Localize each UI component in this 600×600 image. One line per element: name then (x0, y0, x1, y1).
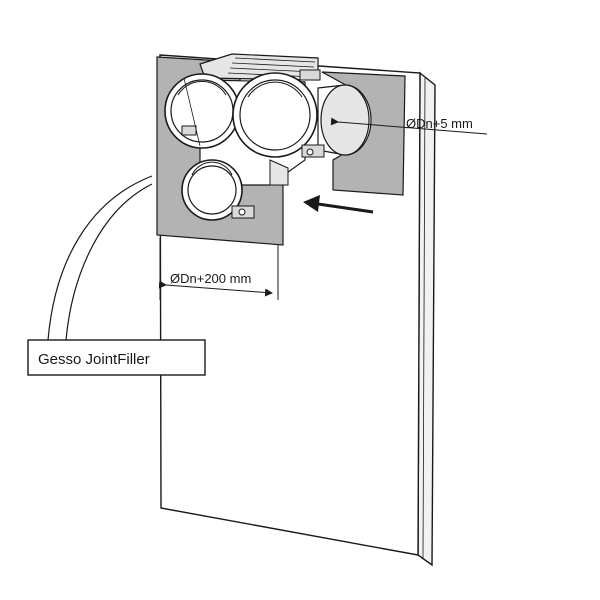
pipe-clearance-label: ØDn+5 mm (406, 116, 473, 131)
pipe-connector-top-left (164, 73, 240, 149)
callout-leaders (47, 175, 153, 341)
pipe-right (317, 84, 372, 156)
pipe-connector-top-right (232, 69, 325, 158)
cutout-width-dimension: ØDn+200 mm (158, 238, 279, 300)
filler-callout: Gesso JointFiller (27, 339, 206, 376)
pipe-clearance-dimension: ØDn+5 mm (330, 116, 488, 135)
filler-callout-label: Gesso JointFiller (38, 351, 150, 368)
pipe-connector-bottom (181, 159, 255, 221)
arrow-left-icon (303, 195, 374, 214)
cutout-width-label: ØDn+200 mm (170, 271, 251, 286)
